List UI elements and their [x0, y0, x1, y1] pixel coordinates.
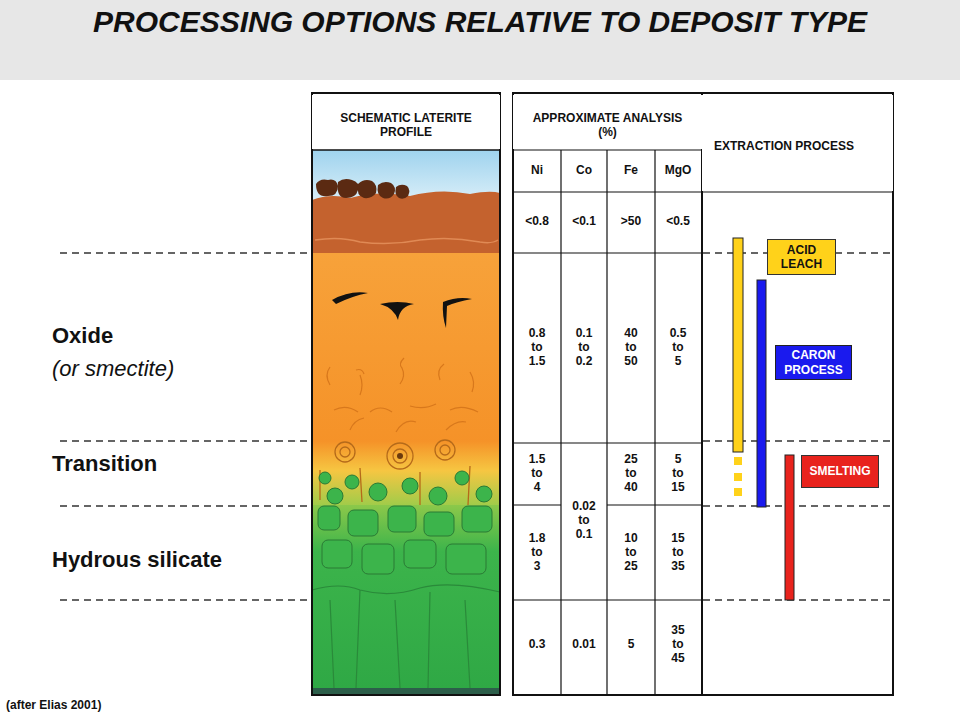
table-cell: 0.3	[529, 638, 546, 652]
table-grid	[513, 93, 893, 695]
table-cell: <0.5	[666, 215, 690, 229]
title: PROCESSING OPTIONS RELATIVE TO DEPOSIT T…	[30, 4, 930, 40]
profile-header: SCHEMATIC LATERITE PROFILE	[312, 95, 500, 149]
table-cell: 25 to 40	[624, 453, 637, 494]
table-cell: 0.02 to 0.1	[572, 500, 595, 541]
table-cell: 0.8 to 1.5	[529, 327, 546, 368]
table-cell: 0.01	[572, 638, 595, 652]
table-cell: 5 to 15	[671, 453, 684, 494]
table-cell: 15 to 35	[671, 532, 684, 573]
process-box: CARON PROCESS	[775, 345, 852, 380]
header-text: APPROXIMATE ANALYSIS (%)	[525, 111, 690, 140]
table-cell: 10 to 25	[624, 532, 637, 573]
zone-label: Oxide	[52, 323, 113, 349]
header-text: EXTRACTION PROCESS	[714, 139, 854, 153]
extraction-header: EXTRACTION PROCESS	[702, 95, 893, 191]
zone-label: Hydrous silicate	[52, 547, 222, 573]
table-cell: 5	[628, 638, 635, 652]
column-header: Co	[576, 164, 592, 178]
header-text: SCHEMATIC LATERITE PROFILE	[324, 111, 488, 140]
process-label: ACID LEACH	[773, 243, 830, 272]
table-cell: <0.8	[525, 215, 549, 229]
table-cell: 1.8 to 3	[529, 532, 546, 573]
process-box: ACID LEACH	[767, 239, 836, 275]
process-label: CARON PROCESS	[781, 348, 846, 377]
table-cell: >50	[621, 215, 641, 229]
process-bars	[733, 238, 794, 600]
process-label: SMELTING	[809, 464, 870, 478]
table-cell: <0.1	[572, 215, 596, 229]
title-band	[0, 0, 960, 80]
zone-label: (or smectite)	[52, 356, 174, 382]
process-box: SMELTING	[801, 455, 879, 488]
table-cell: 40 to 50	[624, 327, 637, 368]
profile	[312, 93, 500, 695]
caption: (after Elias 2001)	[6, 698, 101, 712]
table-cell: 0.1 to 0.2	[576, 327, 593, 368]
table-cell: 0.5 to 5	[670, 327, 687, 368]
column-header: Ni	[531, 164, 543, 178]
table-cell: 1.5 to 4	[529, 453, 546, 494]
table-cell: 35 to 45	[671, 624, 684, 665]
zone-label: Transition	[52, 451, 157, 477]
analysis-header: APPROXIMATE ANALYSIS (%)	[513, 95, 702, 149]
column-header: Fe	[624, 164, 638, 178]
column-header: MgO	[665, 164, 692, 178]
